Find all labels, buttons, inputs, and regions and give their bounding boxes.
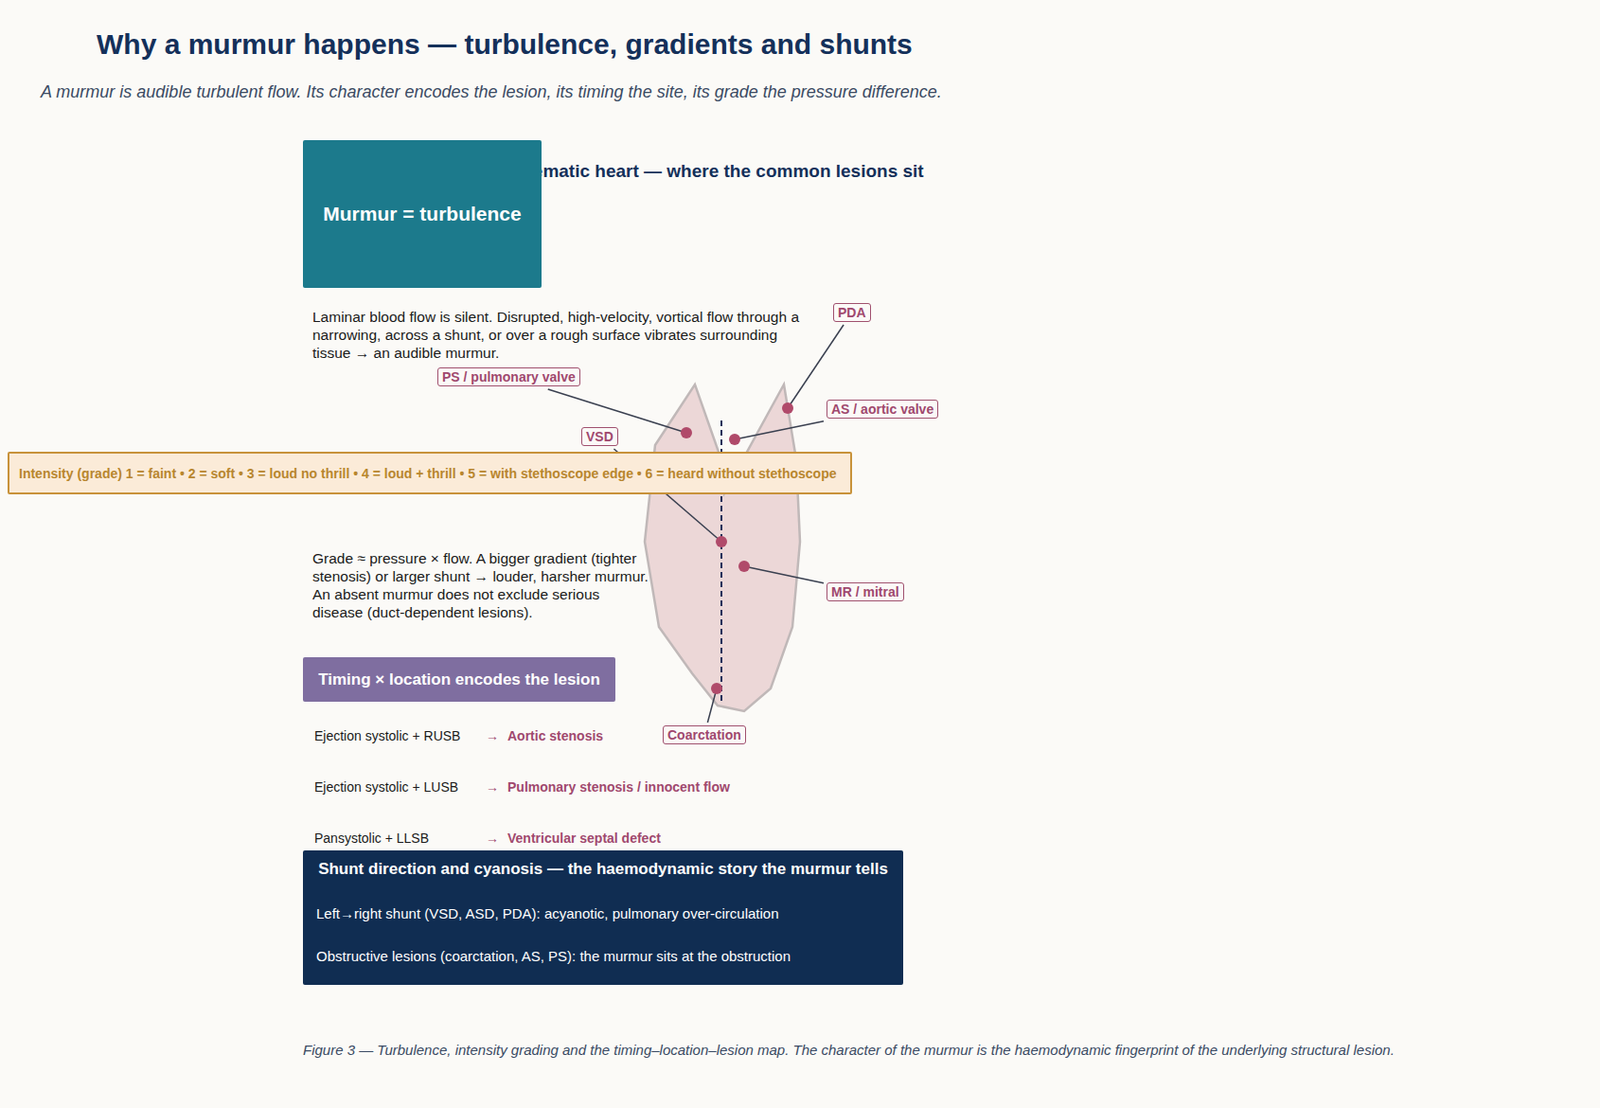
lesion-dots [680,402,794,694]
leader-line [744,566,824,584]
heart-outline [644,384,800,712]
lesion-label: AS / aortic valve [826,399,939,419]
node-text: VSD [586,428,614,445]
section-bar: Timing × location encodes the lesion [302,657,616,702]
diagram-title: Why a murmur happens — turbulence, gradi… [96,28,913,61]
lesion-dot [738,560,750,572]
node-row: Left→right shunt (VSD, ASD, PDA): acyano… [316,905,890,922]
lesion-dot [711,682,723,694]
row-finding: Ejection systolic + LUSB [314,779,459,795]
row-lesion: Aortic stenosis [507,728,604,744]
lesion-label: MR / mitral [826,582,905,602]
shunt-panel: Shunt direction and cyanosis — the haemo… [302,850,904,985]
node-text: PS / pulmonary valve [442,369,576,385]
node-text: Intensity (grade) 1 = faint • 2 = soft •… [18,465,836,481]
lesion-label: VSD [581,426,619,446]
body-text: Grade ≈ pressure × flow. A bigger gradie… [312,549,654,622]
node-text: Murmur = turbulence [322,202,521,226]
lesion-dot [715,535,728,548]
lesion-label: PS / pulmonary valve [437,367,581,387]
row-arrow: → [485,779,499,795]
lesion-label: Coarctation [662,725,747,745]
lesion-dot [782,402,794,414]
row-lesion: Ventricular septal defect [507,830,661,846]
node-text: Timing × location encodes the lesion [318,670,601,690]
node-text: AS / aortic valve [831,401,934,417]
node-text: Coarctation [667,727,742,743]
lesion-label: PDA [833,302,872,322]
leader-line [734,421,824,440]
leader-line [548,389,687,433]
figure-caption: Figure 3 — Turbulence, intensity grading… [302,1041,1395,1058]
row-finding: Ejection systolic + RUSB [314,728,461,744]
row-arrow: → [485,830,499,846]
node-row: Obstructive lesions (coarctation, AS, PS… [316,947,890,964]
node-text: MR / mitral [831,584,900,600]
body-text: Laminar blood flow is silent. Disrupted,… [312,307,805,362]
lesion-dot [728,433,741,445]
node-text: PDA [837,304,867,320]
row-lesion: Pulmonary stenosis / innocent flow [507,779,730,795]
concept-box: Murmur = turbulence [302,140,542,288]
grade-box: Intensity (grade) 1 = faint • 2 = soft •… [7,451,853,495]
lesion-dot [680,426,693,439]
leader-line [787,324,844,409]
row-arrow: → [485,728,499,744]
subtitle: A murmur is audible turbulent flow. Its … [40,82,943,103]
row-finding: Pansystolic + LLSB [314,830,429,846]
node-text: Shunt direction and cyanosis — the haemo… [316,859,890,879]
panel-heading: Schematic heart — where the common lesio… [499,160,925,182]
